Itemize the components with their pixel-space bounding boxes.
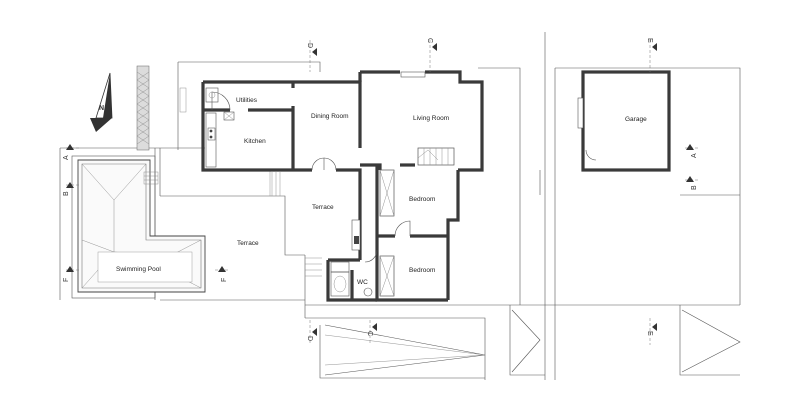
swimming-pool — [71, 155, 206, 299]
section-label-d-bottom: D — [306, 336, 313, 341]
room-label-dining-room: Dining Room — [311, 113, 349, 120]
section-label-f-left: F — [63, 278, 70, 282]
site-boundary — [59, 32, 741, 380]
room-label-kitchen: Kitchen — [244, 138, 266, 145]
section-label-a-right: A — [691, 153, 698, 158]
room-label-bedroom-1: Bedroom — [409, 196, 435, 203]
room-label-terrace-upper: Terrace — [312, 204, 334, 211]
staircase — [417, 147, 455, 166]
section-markers — [66, 40, 700, 345]
section-label-d-top: D — [306, 43, 313, 48]
section-label-e-top: E — [646, 38, 653, 43]
kitchen-fixtures — [179, 87, 361, 251]
room-label-living-room: Living Room — [413, 115, 449, 122]
section-label-c-top: C — [426, 38, 433, 43]
wardrobes — [379, 169, 395, 297]
section-label-b-right: B — [691, 185, 698, 190]
room-label-terrace-lower: Terrace — [237, 240, 259, 247]
section-label-a-left: A — [63, 155, 70, 160]
room-label-utilities: Utilities — [236, 97, 258, 104]
section-label-b-left: B — [63, 191, 70, 196]
room-label-garage: Garage — [625, 116, 647, 123]
north-arrow-icon: N — [90, 72, 113, 132]
room-label-swimming-pool: Swimming Pool — [116, 266, 161, 273]
planting-strip — [136, 65, 150, 151]
house-walls — [201, 70, 484, 302]
garage-building — [577, 70, 671, 172]
section-label-c-bottom: C — [366, 331, 373, 336]
north-letter: N — [99, 105, 104, 112]
wc-fixtures — [330, 261, 373, 297]
room-label-wc: WC — [357, 279, 368, 286]
section-label-e-bottom: E — [646, 331, 653, 336]
room-label-bedroom-2: Bedroom — [409, 267, 435, 274]
doors — [211, 71, 597, 263]
ramps — [324, 309, 741, 376]
section-label-f-right: F — [221, 278, 228, 282]
